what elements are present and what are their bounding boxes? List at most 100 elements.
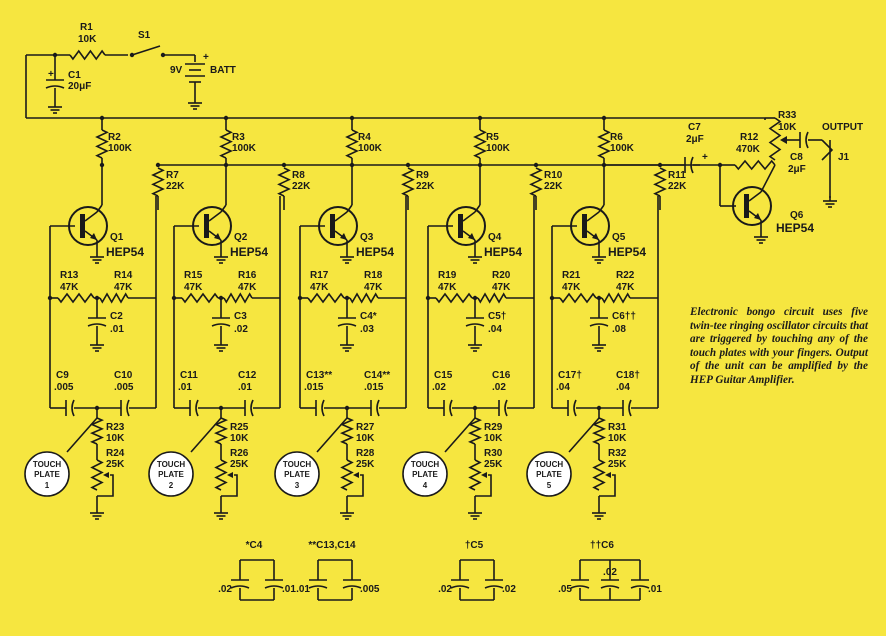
- sub1-value2: .01: [282, 584, 296, 595]
- stage4-rp: [468, 459, 482, 491]
- capacitor-c7: [690, 156, 694, 174]
- stage3-cr-label: C14**: [364, 370, 390, 381]
- stage2-rp-label: R26: [230, 448, 249, 459]
- stage1-rb-label: R14: [114, 270, 133, 281]
- stage2-touch-plate[interactable]: [148, 451, 194, 497]
- stage1-transistor-icon-collector: [84, 211, 98, 222]
- stage3-ra: [307, 292, 345, 304]
- stage4-ra-label: R19: [438, 270, 457, 281]
- stage5-rp-value: 25K: [608, 459, 627, 470]
- stage4-transistor-icon-arrow: [468, 233, 475, 240]
- stage5-rs-label: R31: [608, 422, 627, 433]
- stage4-rp-wiper: [475, 474, 492, 497]
- stage3-cl: [321, 399, 325, 417]
- stage3-rs-value: 10K: [356, 433, 375, 444]
- stage5-cr-value: .04: [616, 382, 630, 393]
- stage3-rc: [345, 129, 359, 159]
- stage3-transistor-icon-arrow: [340, 233, 347, 240]
- stage5-touch-plate[interactable]: [526, 451, 572, 497]
- r33-wiper-arrow: [780, 136, 787, 144]
- stage2-rb-bias-value: 22K: [292, 181, 311, 192]
- stage1-cl-label: C9: [56, 370, 69, 381]
- stage3-transistor-icon-collector: [334, 211, 348, 222]
- stage5-ra-value: 47K: [562, 282, 581, 293]
- stage4-rb-bias-value: 22K: [544, 181, 563, 192]
- c1-value: 20μF: [68, 81, 91, 92]
- stage1-cl: [71, 399, 75, 417]
- output-wire: [760, 164, 776, 193]
- stage3-rb-bias-value: 22K: [416, 181, 435, 192]
- stage1-rp-label: R24: [106, 448, 125, 459]
- sub2-cap1: [308, 585, 328, 589]
- sub3-value2: .02: [502, 584, 516, 595]
- stage5-cm-value: .08: [612, 324, 626, 335]
- sub2-title: **C13,C14: [308, 540, 356, 551]
- stage1-rb-value: 47K: [114, 282, 133, 293]
- stage4-rb: [529, 167, 543, 197]
- stage5-ra: [559, 292, 597, 304]
- stage5-q-type: HEP54: [608, 245, 646, 259]
- figure-caption: Electronic bongo circuit uses five twin-…: [690, 306, 868, 386]
- stage1-ra-value: 47K: [60, 282, 79, 293]
- stage5-rb-value: 47K: [616, 282, 635, 293]
- sub3-value1: .02: [438, 584, 452, 595]
- stage2-transistor-icon-collector: [208, 211, 222, 222]
- stage1-rb: [151, 167, 165, 197]
- stage5-cl-value: .04: [556, 382, 570, 393]
- stage5-touch-text: TOUCH: [535, 460, 564, 469]
- stage4-rb-label: R20: [492, 270, 511, 281]
- sub3-title: †C5: [465, 540, 484, 551]
- stage2-rp-wiper: [221, 474, 238, 497]
- stage1-transistor-icon-arrow: [90, 233, 97, 240]
- sub1-title: *C4: [246, 540, 263, 551]
- stage3-cr-value: .015: [364, 382, 384, 393]
- stage2-transistor-icon-arrow: [214, 233, 221, 240]
- stage2-cl-label: C11: [180, 370, 198, 381]
- stage1-rs: [89, 417, 105, 445]
- q6-transistor-icon-base: [744, 194, 749, 218]
- stage1-rb-bias-value: 22K: [166, 181, 185, 192]
- stage2-rp: [214, 459, 228, 491]
- stage3-cm: [337, 323, 357, 327]
- stage2-rb-bias-label: R8: [292, 170, 305, 181]
- stage4-touch-plate[interactable]: [402, 451, 448, 497]
- stage4-cr: [504, 399, 508, 417]
- stage3-rb: [401, 167, 415, 197]
- stage5-rp-arrow: [605, 472, 611, 478]
- stage1-transistor-icon-base: [80, 214, 85, 238]
- stage1-touch-number: 1: [45, 481, 50, 490]
- stage5-rc: [597, 129, 611, 159]
- stage5-touch-text: PLATE: [536, 470, 562, 479]
- q6-transistor-icon: [732, 186, 772, 226]
- stage5-touch-wire: [568, 417, 600, 453]
- junction-dot: [477, 162, 483, 168]
- stage5-cl: [573, 399, 577, 417]
- stage3-touch-plate[interactable]: [274, 451, 320, 497]
- junction-dot: [405, 162, 411, 168]
- stage5-cr: [628, 399, 632, 417]
- stage5-transistor-icon-arrow: [592, 233, 599, 240]
- stage1-touch-text: PLATE: [34, 470, 60, 479]
- sub4-cap2: [600, 585, 620, 589]
- stage1-cr: [126, 399, 130, 417]
- stage2-q-label: Q2: [234, 232, 248, 243]
- stage3-rp-arrow: [353, 472, 359, 478]
- sub3-cap2: [484, 585, 504, 589]
- stage2-rp-arrow: [227, 472, 233, 478]
- stage5-q-label: Q5: [612, 232, 626, 243]
- junction-dot: [52, 52, 58, 58]
- stage5-transistor-icon-collector: [586, 211, 600, 222]
- stage1-rp-value: 25K: [106, 459, 125, 470]
- stage4-rs: [467, 417, 483, 445]
- q6-transistor-icon-arrow: [754, 213, 761, 220]
- stage3-rs-label: R27: [356, 422, 375, 433]
- stage3-q-label: Q3: [360, 232, 374, 243]
- stage2-cm-label: C3: [234, 311, 247, 322]
- sub1-value1: .02: [218, 584, 232, 595]
- resistor-r33: [768, 117, 782, 161]
- stage3-cm-label: C4*: [360, 311, 377, 322]
- stage1-touch-plate[interactable]: [24, 451, 70, 497]
- stage1-rc-value: 100K: [108, 143, 133, 154]
